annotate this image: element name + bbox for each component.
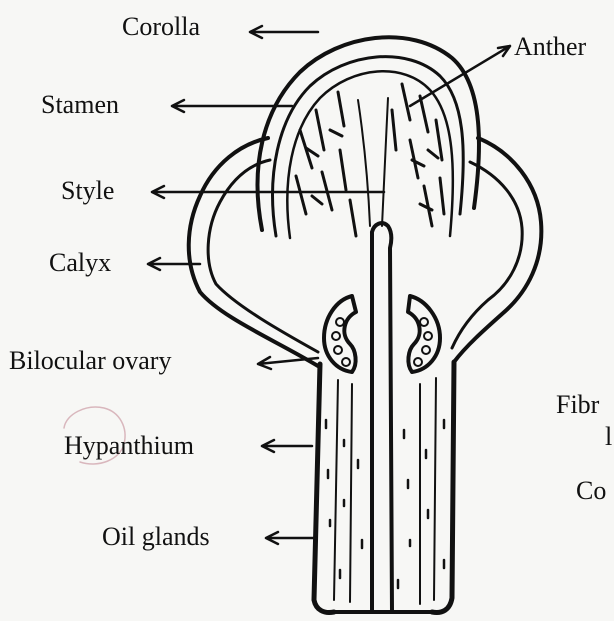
arrow-anther [410,46,510,106]
arrow-hypanthium [262,440,312,452]
label-hypanthium: Hypanthium [64,433,194,459]
corolla-inner [273,57,464,236]
arrow-oil-glands [266,532,316,544]
label-cut-fibr: Fibr [556,392,599,418]
anther-cleft [358,98,388,226]
arrow-corolla [250,26,318,38]
label-anther: Anther [514,34,586,60]
label-cut-co: Co [576,478,606,504]
label-bilocular-ovary: Bilocular ovary [9,348,171,374]
style-column [372,223,392,612]
label-oil-glands: Oil glands [102,524,210,550]
label-style: Style [61,178,114,204]
arrow-style [152,186,384,198]
label-stamen: Stamen [41,92,119,118]
hypanthium-left-wall [314,364,334,613]
oil-gland-dots [326,420,444,588]
hypanthium-inner-left [334,380,352,602]
label-calyx: Calyx [49,250,111,276]
label-corolla: Corolla [122,14,200,40]
hypanthium-inner-right [420,378,436,604]
label-cut-l: l [605,424,612,450]
